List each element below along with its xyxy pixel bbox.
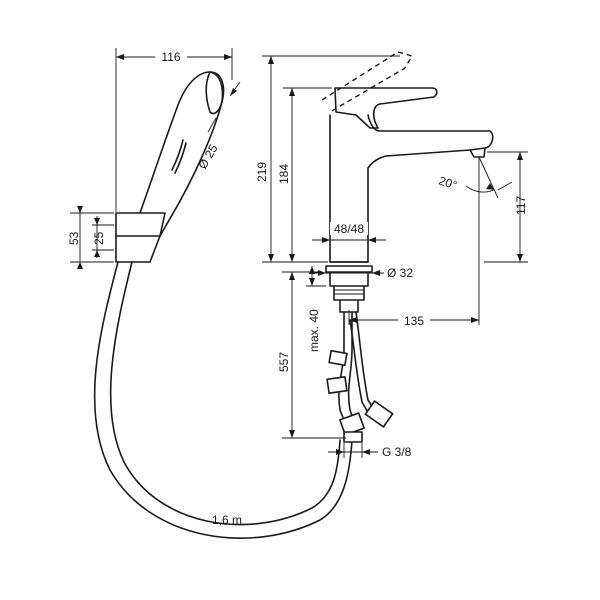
dimension-48: 48/48 [312, 222, 386, 246]
supply-hose-right-inner [349, 319, 371, 417]
mounting-collar [325, 265, 373, 287]
mixer-body [329, 114, 494, 263]
dimension-angle-20: 20° [437, 156, 513, 325]
dim-total-height: 219 [255, 162, 269, 182]
dimension-116: 116 [115, 48, 233, 212]
dimension-holder-heights: 53 25 [67, 206, 114, 269]
dim-connection-thread: G 3/8 [382, 445, 412, 459]
dim-holder-height-total: 53 [67, 231, 81, 245]
wall-holder [115, 212, 166, 263]
dimension-max-40: max. 40 [306, 266, 326, 352]
dimension-557: 557 [277, 271, 346, 439]
dim-handshower-width: 116 [161, 50, 180, 64]
lever-open-position [321, 51, 414, 113]
dimension-117: 117 [484, 151, 528, 263]
dim-spout-angle: 20° [437, 174, 459, 193]
hand-shower-button [171, 139, 187, 174]
hose-outer [93, 261, 353, 539]
dim-hose-length: 1,6 m [212, 513, 242, 527]
dim-spout-height: 184 [277, 164, 291, 184]
dimension-diameter-32: Ø 32 [312, 266, 413, 280]
dim-handshower-diameter: Ø 25 [195, 142, 220, 172]
connection-nut [343, 431, 363, 443]
fitting-2 [326, 376, 348, 394]
dim-hole-diameter: Ø 32 [387, 266, 413, 280]
hand-shower [93, 71, 353, 539]
dim-spout-clearance: 117 [514, 196, 528, 215]
supply-hose-left-inner [347, 311, 357, 429]
lever [334, 87, 438, 129]
dim-body-width: 48/48 [334, 222, 364, 236]
dimension-184: 184 [277, 87, 332, 262]
dimension-diameter-25: Ø 25 [195, 81, 241, 172]
fitting-1 [328, 349, 348, 367]
dim-holder-height-inner: 25 [92, 231, 106, 245]
supply-hose-left [338, 311, 349, 431]
hose-inner [109, 261, 341, 526]
fitting-3 [364, 400, 394, 428]
dimension-135: 135 [348, 310, 479, 328]
hand-shower-nozzle [205, 71, 224, 115]
basin-mixer [321, 51, 494, 443]
dimension-219: 219 [255, 55, 400, 263]
supply-hose-right [355, 311, 377, 413]
dim-max-deck: max. 40 [307, 309, 321, 352]
dimension-g38: G 3/8 [328, 443, 412, 459]
dim-spout-reach: 135 [404, 314, 424, 328]
dim-supply-length: 557 [277, 352, 291, 372]
